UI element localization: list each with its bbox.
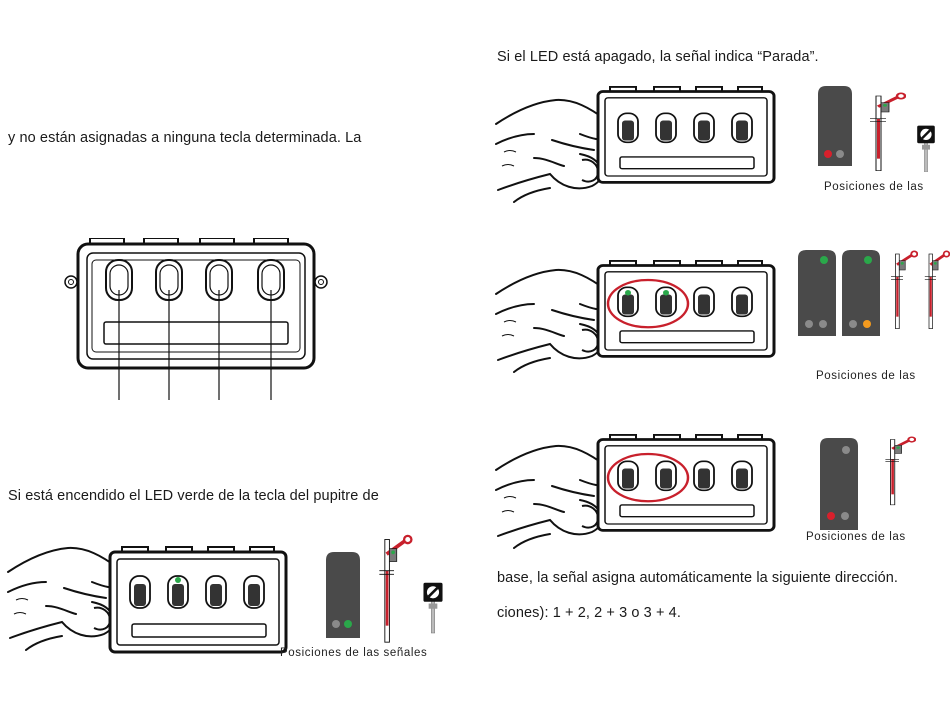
paragraph-combinations: ciones): 1 + 2, 2 + 3 o 3 + 4.	[497, 605, 681, 621]
semaphore-signal-icon	[882, 436, 916, 506]
light-signal-3	[820, 438, 858, 530]
speed-board-icon	[914, 124, 938, 172]
light-signal-green	[326, 552, 360, 638]
light-signal-icon	[842, 250, 880, 336]
semaphore-signal-icon	[922, 250, 950, 330]
figure-2-keyboard	[596, 260, 776, 360]
keyboard-box-icon	[596, 434, 776, 534]
speed-board-left	[420, 578, 446, 636]
semaphore-signal-icon	[888, 250, 918, 330]
figure-3-keyboard	[596, 434, 776, 534]
semaphore-signal-2a	[888, 250, 918, 330]
paragraph-direction: base, la señal asigna automáticamente la…	[497, 570, 899, 586]
keyboard-box-icon	[596, 260, 776, 360]
keyboard-box-icon	[64, 238, 328, 400]
semaphore-signal-icon	[374, 534, 414, 644]
semaphore-signal-left	[374, 534, 414, 644]
figure-green-led-keyboard	[108, 546, 288, 656]
keyboard-box-icon	[108, 546, 288, 656]
light-signal-icon	[798, 250, 836, 336]
light-signal-icon	[820, 438, 858, 530]
paragraph-led-off: Si el LED está apagado, la señal indica …	[497, 49, 819, 65]
keyboard-box-icon	[596, 86, 776, 186]
light-signal-2a	[798, 250, 836, 336]
light-signal-2b	[842, 250, 880, 336]
keyboard-box-large-diagram	[60, 238, 332, 408]
semaphore-signal-3	[882, 436, 916, 506]
semaphore-signal-icon	[866, 92, 906, 172]
speed-board-1	[914, 124, 938, 172]
light-signal-icon	[326, 552, 360, 638]
figure-led-off-keyboard	[596, 86, 776, 186]
caption-2: Posiciones de las	[816, 370, 916, 382]
semaphore-signal-2b	[922, 250, 950, 330]
semaphore-signal-1	[866, 92, 906, 172]
light-signal-red	[818, 86, 852, 166]
caption-3: Posiciones de las	[806, 531, 906, 543]
paragraph-green-led: Si está encendido el LED verde de la tec…	[8, 488, 379, 504]
caption-signals-left: Posiciones de las señales	[280, 647, 428, 659]
paragraph-assignment: y no están asignadas a ninguna tecla det…	[8, 130, 362, 146]
caption-1: Posiciones de las	[824, 181, 924, 193]
light-signal-icon	[818, 86, 852, 166]
speed-board-icon	[420, 578, 446, 636]
